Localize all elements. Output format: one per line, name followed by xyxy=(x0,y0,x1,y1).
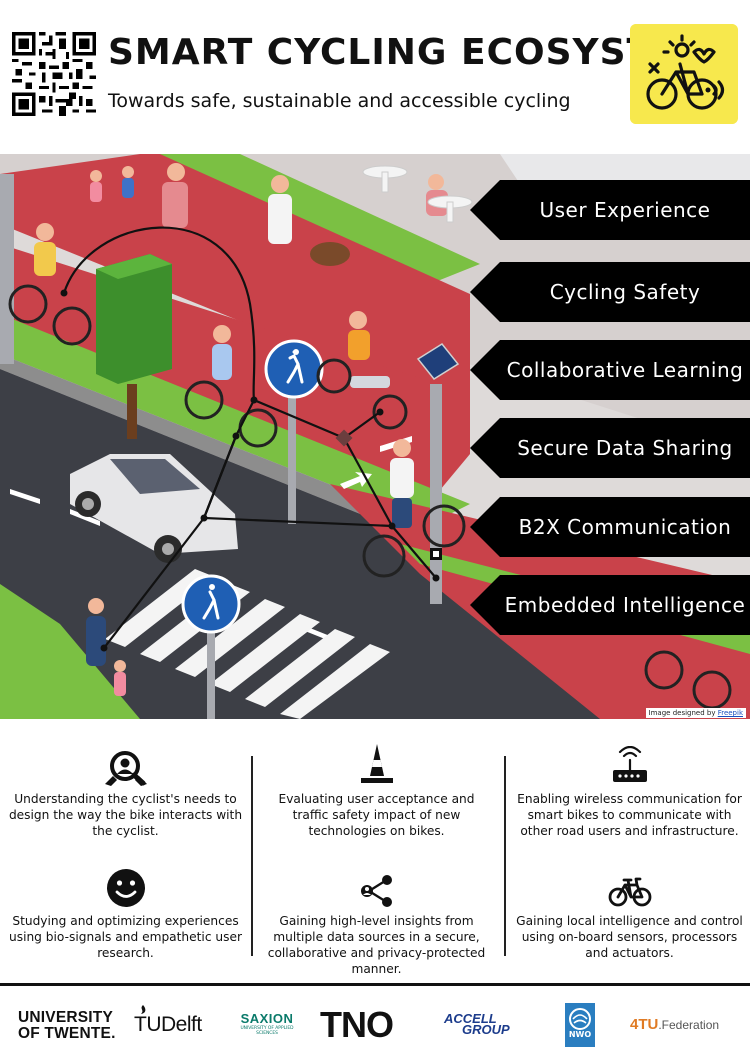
tag-collaborative-learning: Collaborative Learning xyxy=(470,340,750,400)
footer-rule xyxy=(0,983,750,986)
qr-code[interactable] xyxy=(12,32,96,116)
tag-embedded-intelligence: Embedded Intelligence xyxy=(470,575,750,635)
feature-wireless: Enabling wireless communication for smar… xyxy=(512,746,747,840)
smart-bike-logo-icon xyxy=(630,24,738,124)
feature-experiences: Studying and optimizing experiences usin… xyxy=(8,868,243,962)
smiley-icon xyxy=(106,869,145,907)
flame-icon xyxy=(141,1005,146,1014)
bicycle-icon xyxy=(608,877,651,907)
tag-user-experience: User Experience xyxy=(470,180,750,240)
traffic-cone-icon xyxy=(360,744,393,783)
wireless-router-icon xyxy=(612,746,647,782)
logo-accell-group: ACCELL GROUP xyxy=(444,1011,510,1037)
page-title: SMART CYCLING ECOSYSTEM xyxy=(108,32,715,73)
page-subtitle: Towards safe, sustainable and accessible… xyxy=(108,90,571,112)
logo-tno: TNO xyxy=(320,1004,394,1045)
nwo-swirl-icon xyxy=(569,1008,591,1030)
logo-university-of-twente: UNIVERSITY OF TWENTE. xyxy=(18,1009,116,1042)
logo-4tu-federation: 4TU.Federation xyxy=(630,1016,720,1033)
feature-intelligence: Gaining local intelligence and control u… xyxy=(512,868,747,962)
feature-traffic-safety: Evaluating user acceptance and traffic s… xyxy=(259,744,494,840)
tag-cycling-safety: Cycling Safety xyxy=(470,262,750,322)
feature-insights: Gaining high-level insights from multipl… xyxy=(259,868,494,977)
feature-user-needs: Understanding the cyclist's needs to des… xyxy=(8,746,243,840)
tag-b2x-communication: B2X Communication xyxy=(470,497,750,557)
logo-nwo: NWO xyxy=(565,1003,595,1047)
share-network-icon xyxy=(360,875,392,907)
tag-secure-data-sharing: Secure Data Sharing xyxy=(470,418,750,478)
freepik-link[interactable]: Freepik xyxy=(717,709,743,717)
column-divider xyxy=(504,756,506,956)
user-search-icon xyxy=(104,751,147,786)
logo-saxion: SAXION UNIVERSITY OF APPLIED SCIENCES xyxy=(240,1011,294,1036)
column-divider xyxy=(251,756,253,956)
image-credit: Image designed by Freepik xyxy=(645,708,746,718)
